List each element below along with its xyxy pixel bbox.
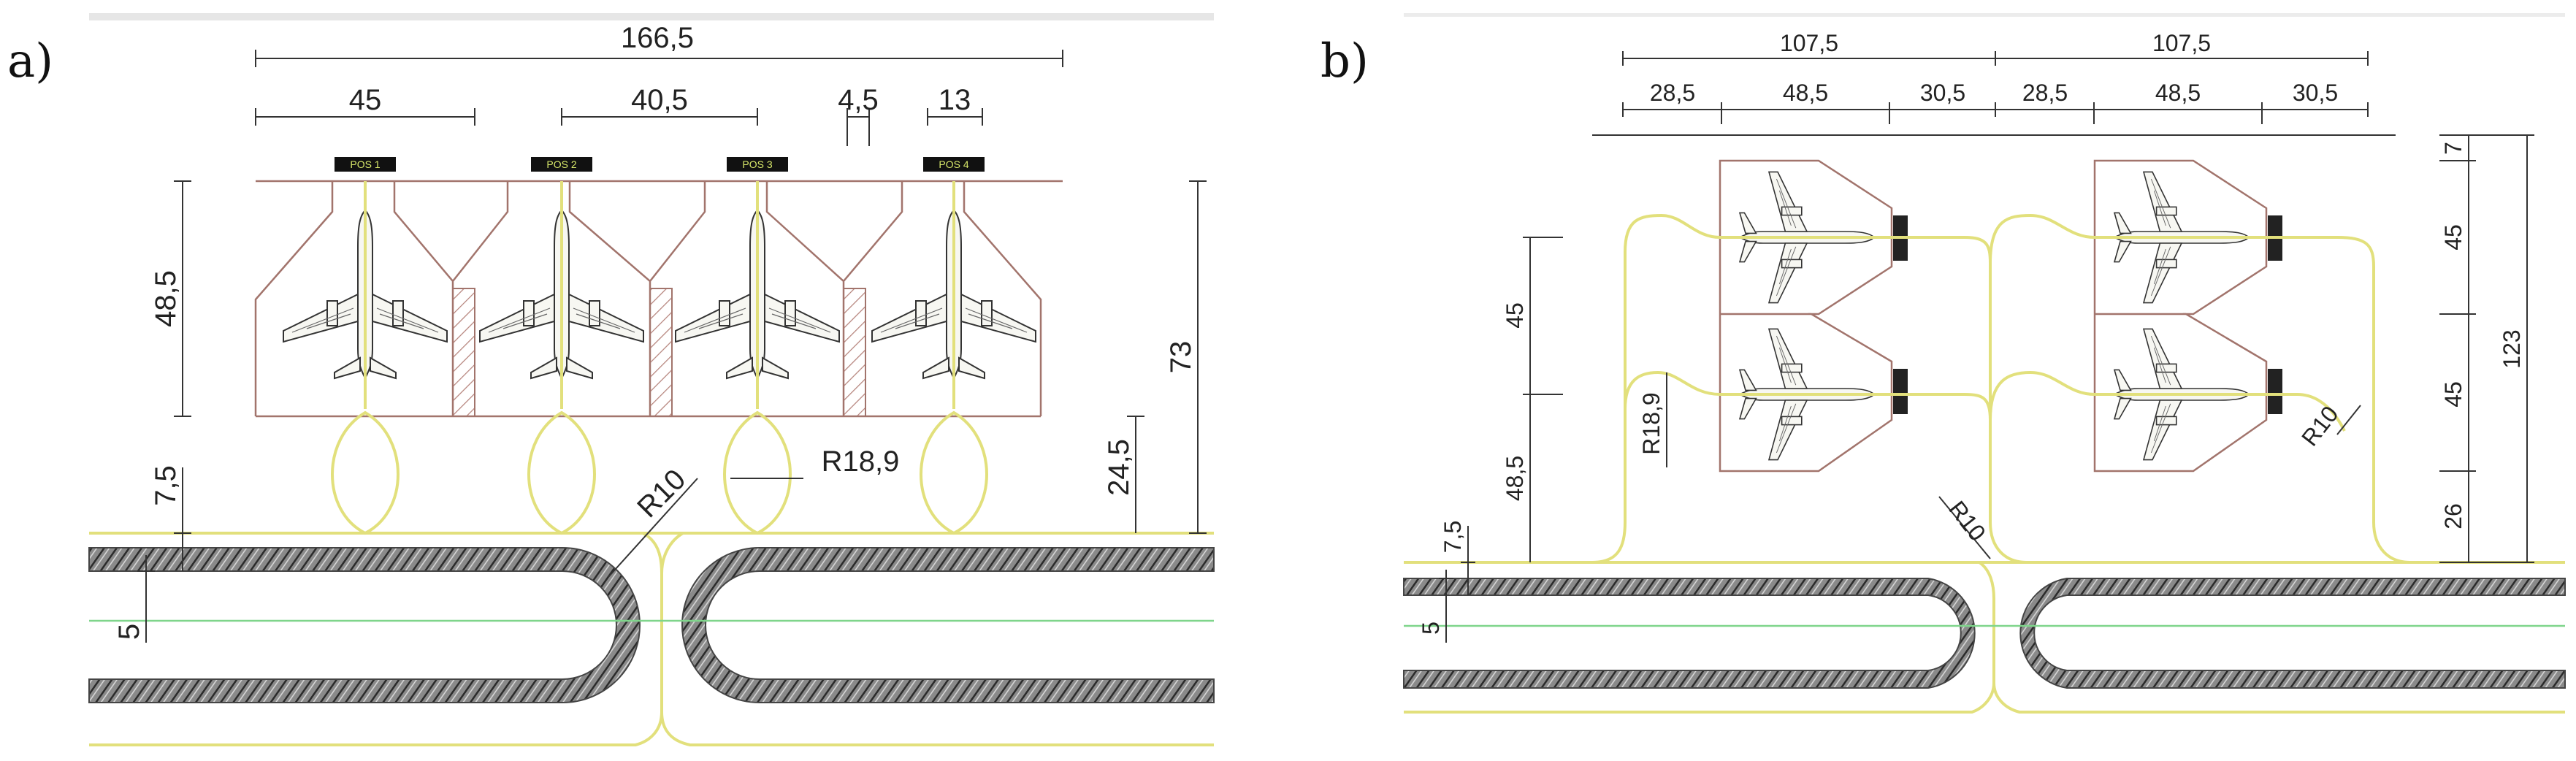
dim-seg-right-2: 48,5 [2155, 80, 2201, 106]
dim-r10-center: R10 [1944, 496, 1991, 546]
dim-left-45: 45 [1502, 302, 1528, 329]
dim-right-123: 123 [2499, 329, 2525, 368]
dimensions-a: 166,5 45 40,5 4,5 13 48,5 73 24,5 [113, 22, 1207, 643]
pos-tag [2268, 369, 2282, 414]
dim-right-7: 7 [2440, 142, 2466, 155]
dim-right-45-top: 45 [2440, 224, 2466, 251]
dim-group-right: 107,5 [2152, 30, 2211, 56]
dim-total: 166,5 [621, 22, 694, 54]
stand-outlines-b [1719, 159, 2282, 473]
stand-outlines [254, 181, 1042, 418]
pos-tag-2-label: POS 2 [546, 158, 576, 170]
dim-seg-left-2: 48,5 [1783, 80, 1828, 106]
pos-tag-3 [727, 157, 788, 172]
dim-r10-right: R10 [2296, 401, 2344, 451]
taxi-lines-b [1404, 213, 2565, 714]
panel-label-a: a) [7, 34, 53, 88]
pos-tag-1-label: POS 1 [350, 158, 380, 170]
dim-lane: 5 [113, 624, 145, 640]
pos-tag [1893, 369, 1908, 414]
top-border [1404, 13, 2565, 17]
hatched-separator [649, 288, 673, 417]
dim-apron-edge: 24,5 [1103, 439, 1135, 496]
dim-pos-width: 45 [349, 84, 382, 116]
dim-lead-in: 7,5 [150, 465, 182, 506]
position-tags: POS 1 POS 2 POS 3 POS 4 [335, 157, 985, 172]
dim-seg-right-1: 28,5 [2022, 80, 2068, 106]
pos-tag-2 [531, 157, 592, 172]
dim-lead-in-b: 7,5 [1440, 521, 1466, 553]
panel-label-b: b) [1321, 34, 1369, 88]
taxi-lines-a [89, 181, 1214, 746]
dim-lane-b: 5 [1418, 622, 1444, 635]
dim-spacing: 40,5 [631, 84, 688, 116]
hatched-separator [452, 288, 475, 417]
dim-r-large: R18,9 [822, 445, 900, 478]
dim-seg-left-3: 30,5 [1920, 80, 1965, 106]
pos-tag-4-label: POS 4 [939, 158, 968, 170]
dimensions-b: 107,5 107,5 28,5 48,5 30,5 28,5 48,5 30,… [1418, 30, 2534, 643]
dim-right-45-mid: 45 [2440, 381, 2466, 408]
pos-tag-4 [923, 157, 985, 172]
pos-tag-1 [335, 157, 396, 172]
dim-left-48-5: 48,5 [1502, 456, 1528, 501]
top-border [89, 13, 1214, 20]
panel-a: a) POS 1 POS 2 POS 3 POS 4 [7, 13, 1215, 746]
dim-seg-right-3: 30,5 [2293, 80, 2338, 106]
pos-tag-3-label: POS 3 [742, 158, 772, 170]
apron-a [88, 547, 1215, 703]
panel-b: b) [1321, 13, 2566, 714]
dim-right-26: 26 [2440, 503, 2466, 529]
dim-seg-left-1: 28,5 [1650, 80, 1695, 106]
dim-gap: 4,5 [838, 84, 879, 116]
hatched-separator [843, 288, 866, 417]
dim-r18-9: R18,9 [1638, 392, 1665, 454]
dim-overall: 73 [1165, 341, 1197, 374]
apron-b [1403, 578, 2566, 689]
dim-depth: 48,5 [150, 270, 182, 327]
dim-pos-half: 13 [939, 84, 971, 116]
dim-r-small: R10 [631, 463, 692, 524]
dim-group-left: 107,5 [1780, 30, 1838, 56]
